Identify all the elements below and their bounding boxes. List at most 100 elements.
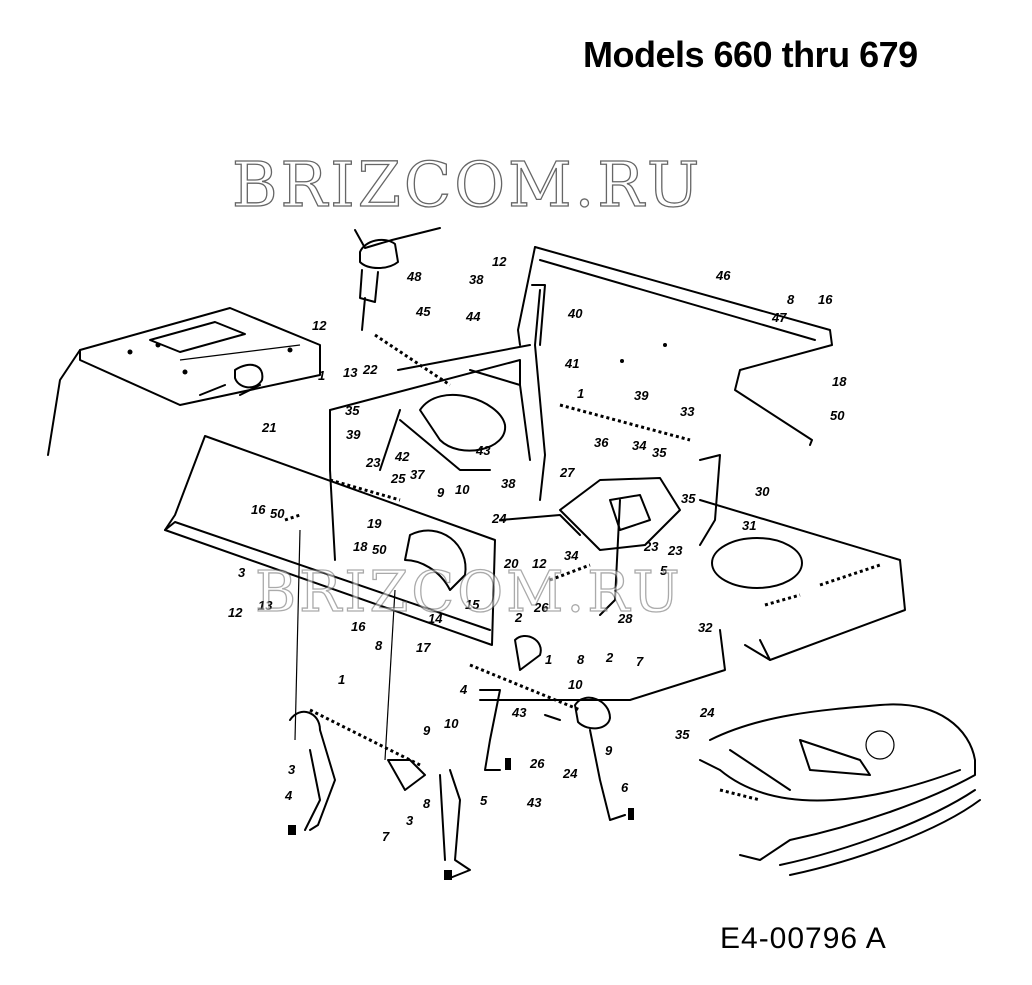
- callout-c-32: 32: [698, 620, 713, 635]
- springs-and-rods: [284, 284, 691, 582]
- callout-c-38-b: 38: [501, 476, 516, 491]
- callout-c-24-c: 24: [699, 705, 715, 720]
- callout-c-18-a: 18: [832, 374, 847, 389]
- mower-deck: [699, 703, 981, 876]
- callout-c-43-a: 43: [475, 443, 491, 458]
- callout-c-3-b: 3: [288, 762, 296, 777]
- callout-c-16-a: 16: [818, 292, 833, 307]
- callout-c-35-d: 35: [675, 727, 690, 742]
- callout-c-17: 17: [416, 640, 431, 655]
- callout-c-33: 33: [680, 404, 695, 419]
- callout-c-8-b: 8: [375, 638, 383, 653]
- callout-c-39-b: 39: [634, 388, 649, 403]
- callout-c-1-d: 1: [577, 386, 584, 401]
- callout-c-8-c: 8: [577, 652, 585, 667]
- callout-c-7-b: 7: [382, 829, 390, 844]
- callout-c-42: 42: [394, 449, 410, 464]
- callout-c-1-c: 1: [318, 368, 325, 383]
- callout-c-1-b: 1: [338, 672, 345, 687]
- callout-c-24-b: 24: [562, 766, 578, 781]
- callout-c-26: 26: [533, 600, 549, 615]
- shift-plate: [499, 454, 721, 616]
- callout-c-35-a: 35: [345, 403, 360, 418]
- callout-c-9-c: 9: [605, 743, 613, 758]
- callout-c-36: 36: [594, 435, 609, 450]
- left-side-rail: [164, 435, 496, 646]
- dash-panel: [517, 246, 833, 446]
- callout-c-8-d: 8: [423, 796, 431, 811]
- callout-c-40: 40: [567, 306, 583, 321]
- callout-c-18-b: 18: [353, 539, 368, 554]
- callout-c-12-d: 12: [228, 605, 243, 620]
- watermark-middle: BRIZCOM.RU: [254, 559, 683, 625]
- callout-c-12-c: 12: [532, 556, 547, 571]
- callout-c-20: 20: [503, 556, 519, 571]
- callout-c-24-a: 24: [491, 511, 507, 526]
- callout-c-4-a: 4: [459, 682, 468, 697]
- callout-c-25: 25: [390, 471, 406, 486]
- callout-c-2-b: 2: [605, 650, 614, 665]
- callout-c-35-c: 35: [681, 491, 696, 506]
- callout-c-50-b: 50: [270, 506, 285, 521]
- callout-c-1-a: 1: [545, 652, 552, 667]
- callout-c-10-b: 10: [568, 677, 583, 692]
- front-panel: [47, 307, 321, 456]
- callout-c-28: 28: [617, 611, 633, 626]
- drawing-code: E4-00796 A: [720, 922, 887, 955]
- callout-c-43-b: 43: [511, 705, 527, 720]
- callout-c-13-a: 13: [343, 365, 358, 380]
- callout-c-37: 37: [410, 467, 425, 482]
- callout-c-48: 48: [406, 269, 422, 284]
- callout-c-38-a: 38: [469, 272, 484, 287]
- callout-c-21: 21: [261, 420, 276, 435]
- callout-c-15: 15: [465, 597, 480, 612]
- callout-c-45: 45: [415, 304, 431, 319]
- callout-c-39-a: 39: [346, 427, 361, 442]
- clutch-pedal-assembly: [469, 635, 634, 821]
- callout-c-27: 27: [559, 465, 575, 480]
- callout-c-2-a: 2: [514, 610, 523, 625]
- diagram-title: Models 660 thru 679: [583, 34, 918, 75]
- callout-c-26-b: 26: [529, 756, 545, 771]
- callout-c-13-b: 13: [258, 598, 273, 613]
- callout-c-9-b: 9: [423, 723, 431, 738]
- callout-c-35-b: 35: [652, 445, 667, 460]
- callout-c-3-c: 3: [406, 813, 414, 828]
- callout-c-16-c: 16: [351, 619, 366, 634]
- callout-c-50-c: 50: [372, 542, 387, 557]
- callout-c-34-a: 34: [632, 438, 647, 453]
- callout-c-16-b: 16: [251, 502, 266, 517]
- callout-c-43-c: 43: [526, 795, 542, 810]
- callout-c-5: 5: [480, 793, 488, 808]
- callout-c-30: 30: [755, 484, 770, 499]
- callout-c-8-a: 8: [787, 292, 795, 307]
- callout-c-12-b: 12: [312, 318, 327, 333]
- callout-c-7-a: 7: [636, 654, 644, 669]
- watermark-top: BRIZCOM.RU: [231, 147, 703, 221]
- chassis-frame: [329, 359, 906, 701]
- steering-shaft: [354, 227, 441, 331]
- callout-c-6: 6: [621, 780, 629, 795]
- brake-pedal-assembly: [288, 529, 471, 880]
- callout-c-41: 41: [564, 356, 579, 371]
- callout-c-4-b: 4: [284, 788, 293, 803]
- callout-c-10-a: 10: [455, 482, 470, 497]
- callout-c-5-b: 5: [660, 563, 668, 578]
- callout-c-9-a: 9: [437, 485, 445, 500]
- callout-c-23-c: 23: [667, 543, 683, 558]
- callout-c-47: 47: [771, 310, 787, 325]
- callout-c-44: 44: [465, 309, 481, 324]
- callout-c-34-b: 34: [564, 548, 579, 563]
- callout-c-22: 22: [362, 362, 378, 377]
- callout-c-46: 46: [715, 268, 731, 283]
- callout-c-50-a: 50: [830, 408, 845, 423]
- callout-c-10-c: 10: [444, 716, 459, 731]
- callout-c-14: 14: [428, 611, 443, 626]
- callout-c-31: 31: [742, 518, 756, 533]
- callout-c-12-a: 12: [492, 254, 507, 269]
- callout-c-23-b: 23: [643, 539, 659, 554]
- callout-c-23-a: 23: [365, 455, 381, 470]
- callout-c-19: 19: [367, 516, 382, 531]
